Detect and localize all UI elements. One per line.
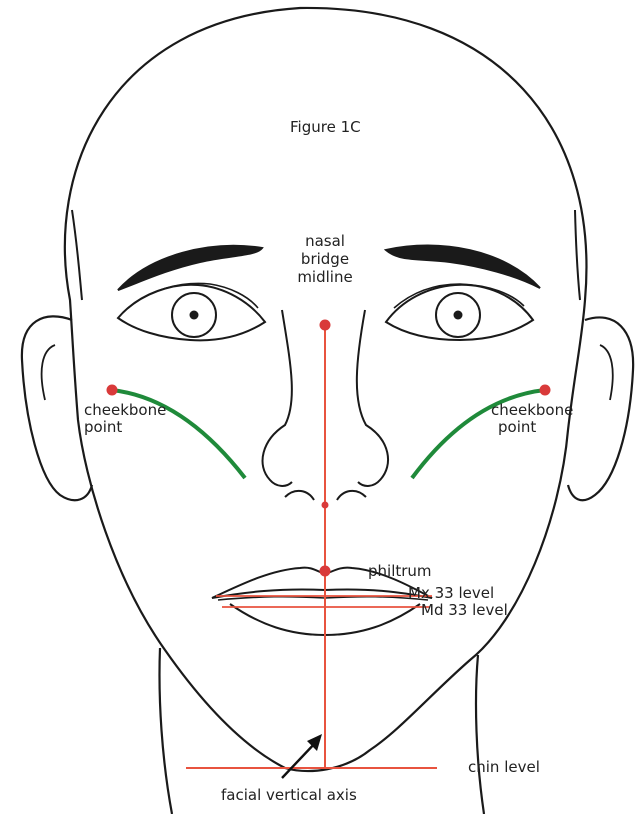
right-nostril [337,491,366,500]
left-temple-line [72,210,82,300]
neck-left [160,648,173,814]
nasal-label-line-2: bridge [280,250,370,268]
right-temple-line [575,210,580,300]
left-ear [22,316,92,500]
nose-right-side [357,310,388,486]
neck-right [476,655,484,814]
lip-line [218,597,428,600]
right-ear-inner [600,345,613,400]
right-pupil [454,311,463,320]
left-cheekbone-label-line-1: cheekbone [84,401,166,419]
philtrum-label: philtrum [368,562,432,580]
nasal-label-line-1: nasal [280,232,370,250]
nasal-label-line-3: midline [280,268,370,286]
left-nostril [285,491,314,500]
right-cheekbone-label-line-1: cheekbone [491,401,573,419]
figure-title: Figure 1C [290,118,361,136]
right-eyebrow [386,246,540,288]
right-cheekbone-point [540,385,551,396]
nose-left-side [263,310,292,486]
philtrum-point [320,566,331,577]
chin-level-label: chin level [468,758,540,776]
nose-tip-point [322,502,329,509]
left-ear-inner [42,345,55,400]
axis-arrow-shaft [282,741,317,778]
facial-vertical-axis-label: facial vertical axis [221,786,357,804]
left-cheekbone-label-line-2: point [84,418,122,436]
right-cheekbone-label-line-2: point [498,418,536,436]
md-33-level-label: Md 33 level [421,601,508,619]
nasal-bridge-point [320,320,331,331]
left-pupil [190,311,199,320]
left-cheekbone-point [107,385,118,396]
mx-33-level-label: Mx 33 level [408,584,494,602]
